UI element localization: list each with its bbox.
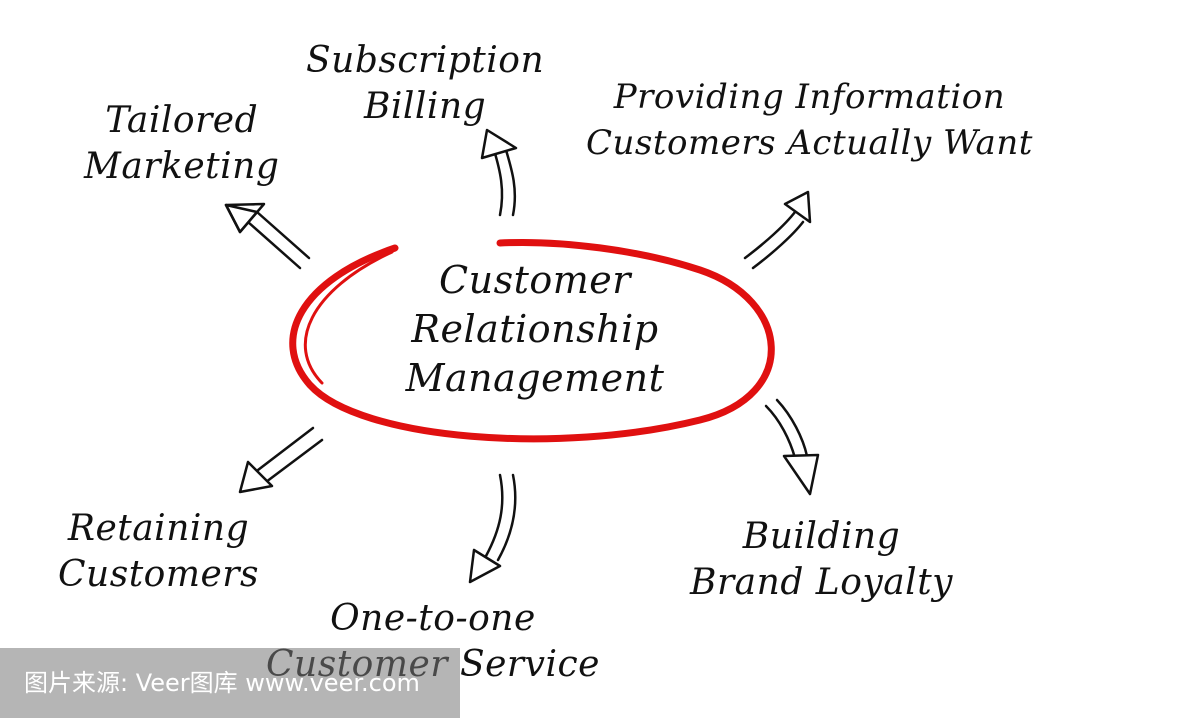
- node-subscription-line-1: Subscription: [306, 40, 545, 81]
- node-building-brand: Building Brand Loyalty: [690, 514, 953, 606]
- arrow-to-subscription-billing: [480, 128, 518, 217]
- center-label: Customer Relationship Management: [365, 256, 705, 403]
- node-tailored-line-2: Marketing: [84, 146, 280, 187]
- arrow-to-one-to-one: [468, 473, 517, 584]
- node-retaining-line-1: Retaining: [67, 508, 250, 549]
- center-line-1: Customer: [439, 258, 631, 302]
- node-retaining-line-2: Customers: [58, 554, 259, 595]
- node-one-to-one-line-1: One-to-one: [330, 598, 536, 639]
- node-subscription-line-2: Billing: [363, 86, 487, 127]
- arrow-to-tailored-marketing: [224, 202, 311, 270]
- node-providing-information: Providing Information Customers Actually…: [586, 74, 1033, 166]
- node-building-line-1: Building: [742, 516, 901, 557]
- arrow-to-building-brand: [764, 398, 820, 496]
- node-retaining-customers: Retaining Customers: [58, 506, 259, 598]
- center-line-2: Relationship: [411, 307, 659, 351]
- node-providing-line-1: Providing Information: [613, 77, 1006, 117]
- node-subscription-billing: Subscription Billing: [306, 38, 544, 130]
- arrow-to-retaining-customers: [238, 426, 324, 494]
- node-building-line-2: Brand Loyalty: [690, 562, 953, 603]
- center-line-3: Management: [405, 356, 665, 400]
- node-tailored-line-1: Tailored: [105, 100, 259, 141]
- arrow-to-providing-information: [743, 190, 812, 270]
- center-ellipse: [289, 238, 775, 443]
- node-tailored-marketing: Tailored Marketing: [84, 98, 279, 190]
- watermark: 图片来源: Veer图库 www.veer.com: [0, 648, 460, 718]
- node-providing-line-2: Customers Actually Want: [586, 123, 1033, 163]
